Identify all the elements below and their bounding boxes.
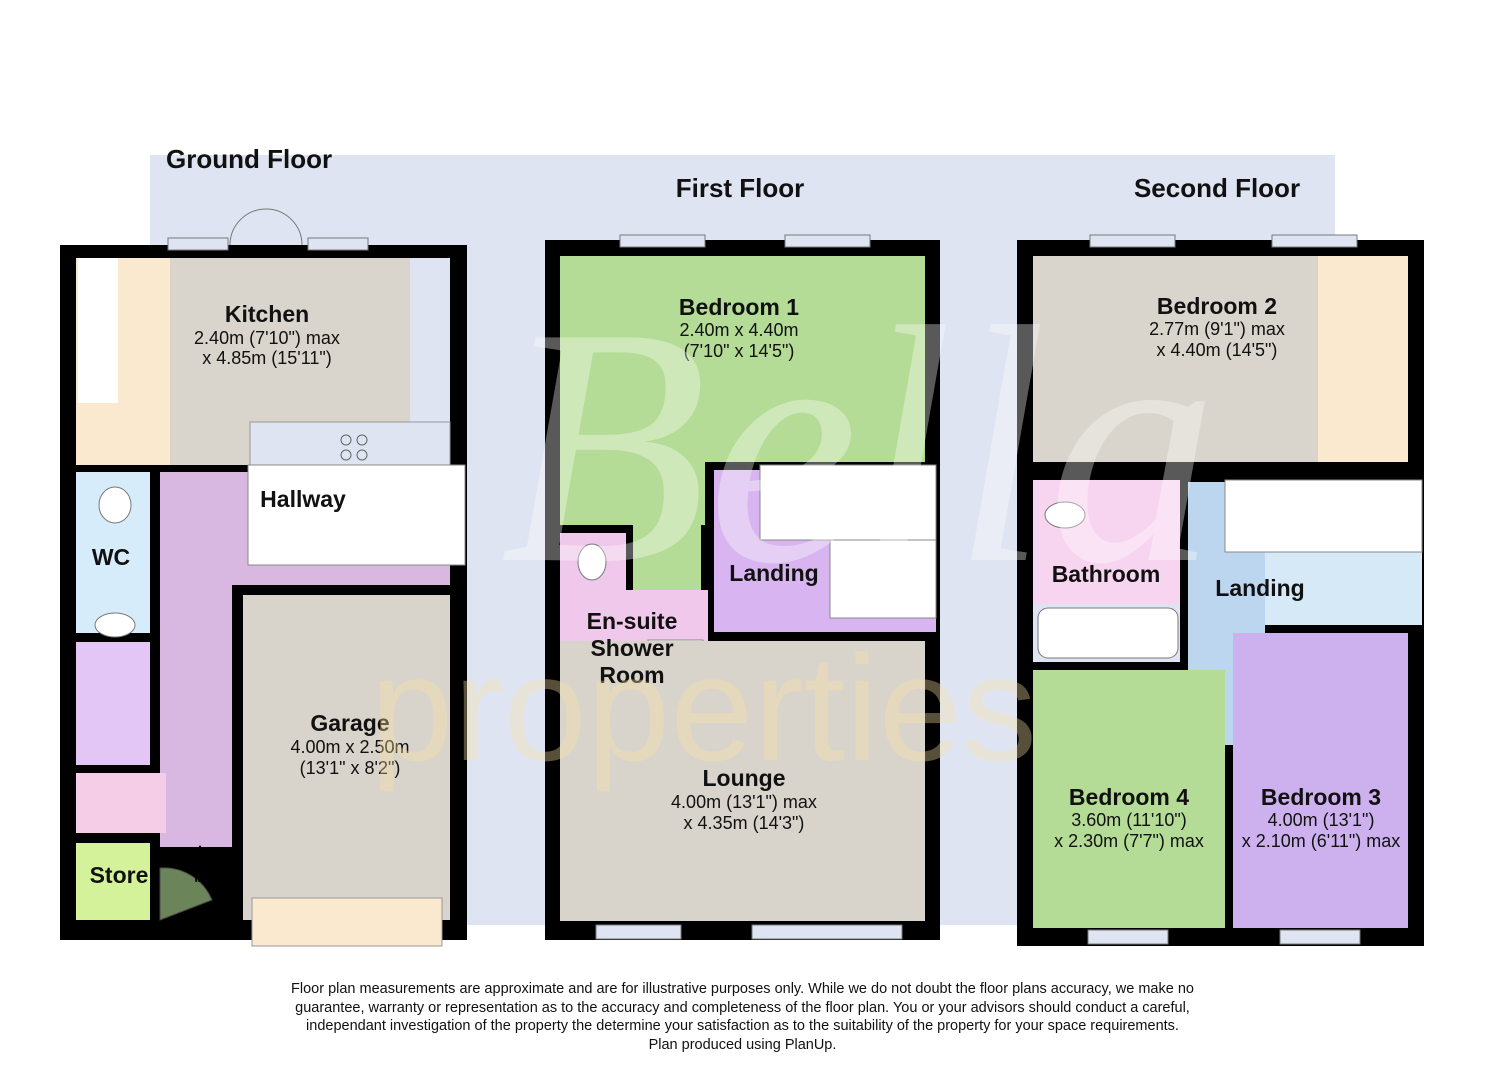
staircase (759, 464, 937, 541)
window (1087, 929, 1169, 945)
hob-unit (249, 421, 451, 468)
disclaimer-text: Floor plan measurements are approximate … (291, 981, 1194, 1034)
watermark-text: properties (370, 624, 1037, 792)
staircase (247, 464, 466, 566)
garage-door (251, 897, 443, 947)
planup-credit: Plan produced using PlanUp. (648, 1036, 837, 1053)
first-floor: First Floor Bedroom 1 2.40m x 4.40m (7'1… (545, 173, 940, 940)
ground-floor-title: Ground Floor (166, 144, 332, 174)
lounge-dims: 4.00m (13'1") max (671, 792, 817, 812)
bedroom-4-dims: x 2.30m (7'7") max (1054, 831, 1204, 851)
kitchen-dims: x 4.85m (15'11") (202, 348, 332, 368)
toilet-icon (1044, 501, 1086, 529)
window (1271, 234, 1358, 248)
cupboard-room (76, 642, 150, 765)
bedroom-1-room (560, 256, 925, 462)
hob-icon (356, 449, 368, 461)
ensuite-label: Room (599, 662, 664, 688)
bedroom-2-dims: 2.77m (9'1") max (1149, 319, 1285, 339)
window (784, 234, 871, 248)
garage-dims: 4.00m x 2.50m (290, 737, 409, 757)
bedroom-3-label: Bedroom 3 (1261, 784, 1381, 810)
bathroom-room (1033, 480, 1180, 604)
bedroom-3-room (1233, 633, 1408, 928)
hallway-label: Hallway (260, 486, 346, 512)
first-floor-title: First Floor (676, 173, 805, 203)
garage-dims: (13'1" x 8'2") (300, 758, 401, 778)
bedroom-3-dims: 4.00m (13'1") (1268, 810, 1375, 830)
bedroom-1-label: Bedroom 1 (679, 294, 799, 320)
bath-icon (1037, 607, 1179, 659)
bedroom-4-label: Bedroom 4 (1069, 784, 1189, 810)
bedroom-4-room (1033, 670, 1225, 928)
bathroom-label: Bathroom (1052, 561, 1161, 587)
lounge-label: Lounge (702, 765, 785, 791)
window (751, 924, 903, 940)
toilet-icon (98, 486, 132, 524)
sink-unit (410, 258, 450, 423)
store-label: Store (90, 862, 149, 888)
kitchen-counter (78, 258, 118, 403)
bedroom-2-area (1318, 256, 1408, 462)
entrance-label: IN (195, 873, 206, 885)
watermark-script: Bella (500, 257, 1218, 634)
kitchen-label: Kitchen (225, 301, 309, 327)
first-landing-label: Landing (729, 560, 818, 586)
staircase (1224, 479, 1423, 553)
french-doors-icon (229, 208, 303, 246)
hob-icon (340, 449, 352, 461)
basin-icon (94, 612, 136, 638)
bedroom-4-dims: 3.60m (11'10") (1071, 810, 1187, 830)
kitchen-dims: 2.40m (7'10") max (194, 328, 340, 348)
hallway-corridor (160, 472, 232, 847)
bedroom-1-dims: 2.40m x 4.40m (679, 320, 798, 340)
second-floor: Second Floor Bedroom 2 2.77m (9'1") max … (1017, 173, 1424, 946)
bedroom-2-dims: x 4.40m (14'5") (1157, 340, 1278, 360)
store-room (76, 843, 150, 920)
watermark-logo: properties Bella (370, 257, 1218, 792)
staircase (829, 539, 937, 619)
window (595, 924, 682, 940)
second-floor-title: Second Floor (1134, 173, 1300, 203)
wc-label: WC (92, 544, 130, 570)
ground-floor: Ground Floor Kitchen 2.40m (7'10") max x… (60, 144, 467, 947)
hob-icon (356, 434, 368, 446)
bedroom-3-dims: x 2.10m (6'11") max (1242, 831, 1401, 851)
lounge-room (560, 641, 925, 921)
window (307, 237, 369, 251)
entrance-arrow-icon (192, 845, 208, 858)
window (1089, 234, 1176, 248)
second-landing-label: Landing (1215, 575, 1304, 601)
disclaimer: Floor plan measurements are approximate … (255, 980, 1230, 1054)
bedroom-1-area (560, 462, 705, 525)
window (1279, 929, 1361, 945)
bedroom-2-label: Bedroom 2 (1157, 293, 1277, 319)
hob-icon (340, 434, 352, 446)
window (619, 234, 706, 248)
front-door-icon (159, 867, 213, 921)
bedroom-1-dims: (7'10" x 14'5") (684, 341, 795, 361)
lounge-dims: x 4.35m (14'3") (684, 813, 805, 833)
ensuite-label: Shower (590, 635, 673, 661)
toilet-icon (577, 543, 607, 581)
window (167, 237, 229, 251)
pink-room (76, 773, 166, 833)
garage-room (243, 595, 450, 920)
ensuite-label: En-suite (587, 608, 678, 634)
bedroom-1-area (633, 525, 701, 590)
garage-label: Garage (310, 710, 389, 736)
